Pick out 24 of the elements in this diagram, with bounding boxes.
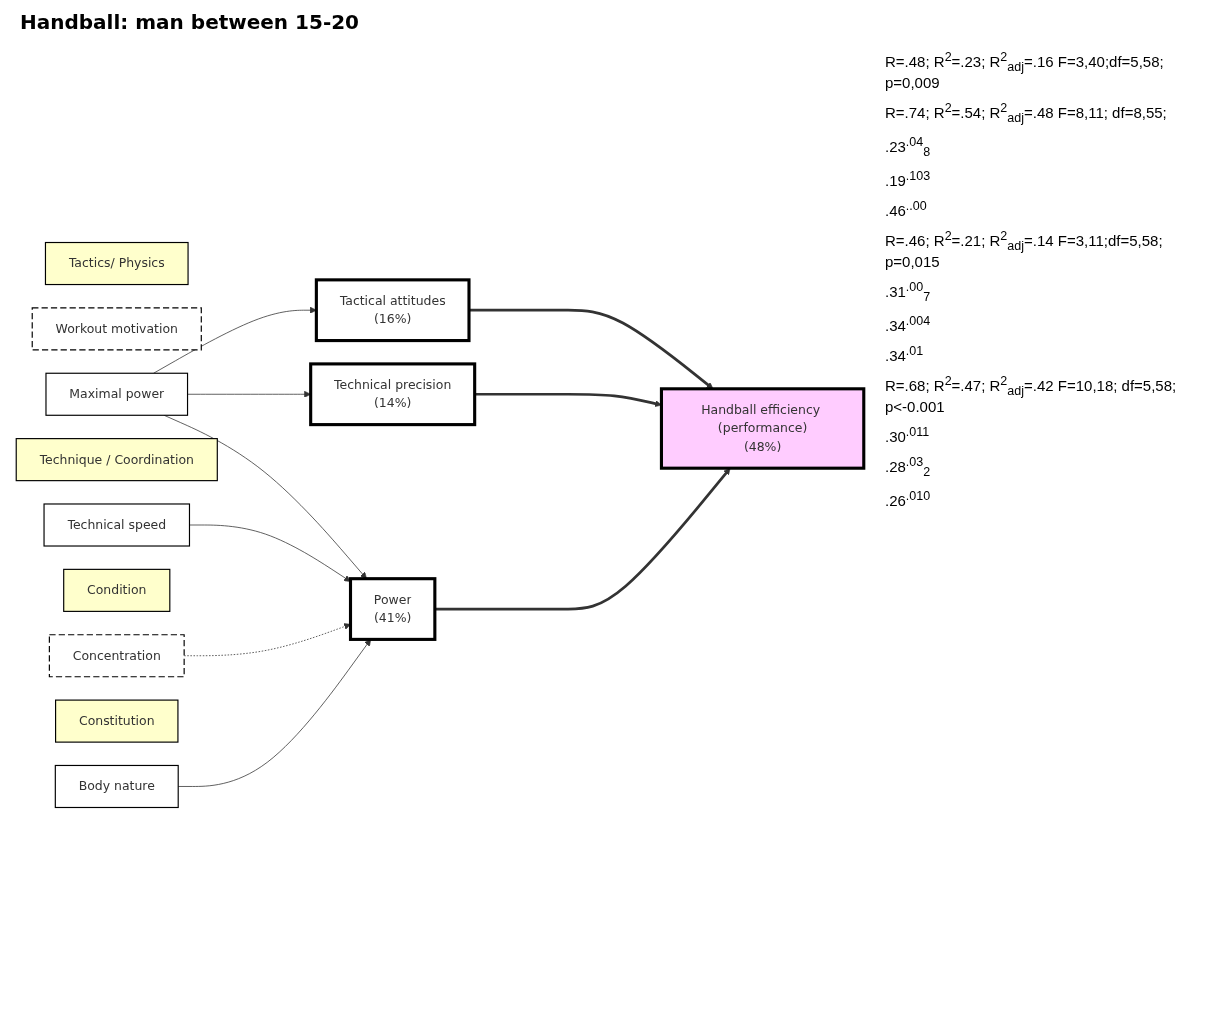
statistic-note: .34$^{.004}$ xyxy=(885,314,932,334)
node-box: Technical speed xyxy=(43,503,191,547)
node-box: Body nature xyxy=(54,764,179,809)
node-box: Tactics/ Physics xyxy=(44,241,189,286)
node-box: Technical precision (14%) xyxy=(309,362,477,427)
statistic-note: R=.74; R$^{2}$=.54; R$^{2}$$_{adj}$=.48 F=8,11; df=8,55; xyxy=(885,101,1168,125)
statistic-note: .19$^{.103}$ xyxy=(885,169,932,189)
statistic-note: .46$^{..00}$ xyxy=(885,199,928,219)
statistic-note: R=.48; R$^{2}$=.23; R$^{2}$$_{adj}$=.16 F=3,40;df=5,58; p=0,009 xyxy=(885,50,1165,91)
node-box: Technique / Coordination xyxy=(15,438,218,482)
statistic-note: .30$^{.011}$ xyxy=(885,425,931,445)
statistic-note: R=.46; R$^{2}$=.21; R$^{2}$$_{adj}$=.14 F=3,11;df=5,58; p=0,015 xyxy=(885,229,1164,270)
node-box: Power (41%) xyxy=(348,577,437,641)
diagram-title: Handball: man between 15-20 xyxy=(20,10,360,34)
statistic-note: .34$^{.01}$ xyxy=(885,344,925,364)
node-box: Concentration xyxy=(48,634,185,678)
node-box: Condition xyxy=(63,568,171,612)
node-box: Handball efficiency (performance) (48%) xyxy=(659,387,866,470)
node-box: Workout motivation xyxy=(31,307,202,351)
node-box: Tactical attitudes (16%) xyxy=(314,278,471,343)
node-box: Constitution xyxy=(55,699,179,743)
node-box: Maximal power xyxy=(45,372,189,416)
statistic-note: .26$^{.010}$ xyxy=(885,489,932,509)
statistic-note: R=.68; R$^{2}$=.47; R$^{2}$$_{adj}$=.42 F=10,18; df=5,58; p<-0.001 xyxy=(885,374,1178,415)
